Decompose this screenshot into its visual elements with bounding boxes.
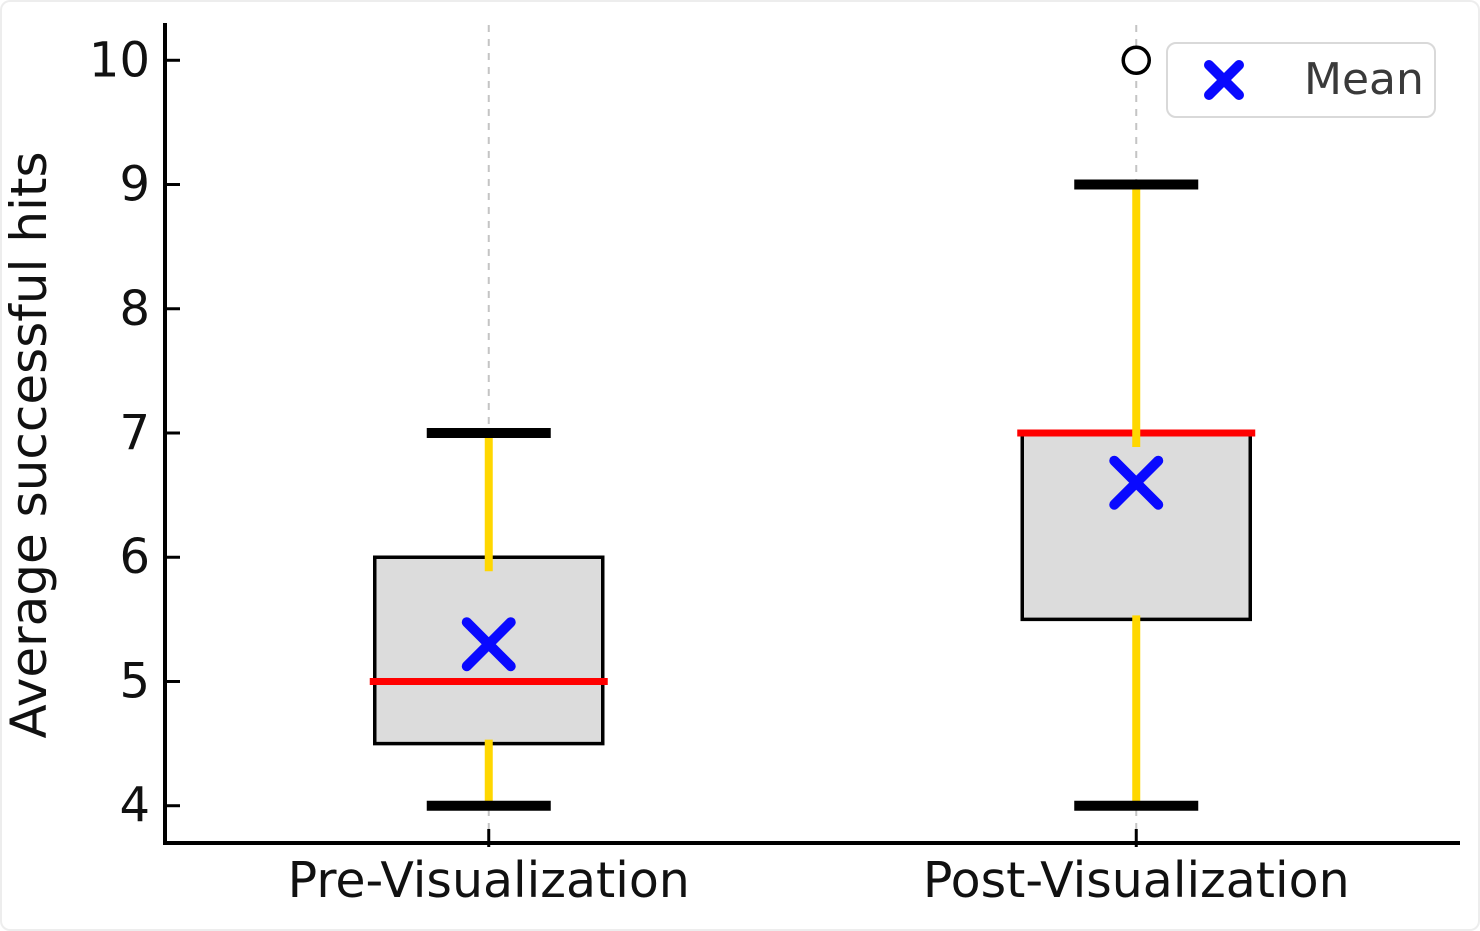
outlier-post-visualization-0 — [1121, 45, 1151, 76]
box-post-visualization — [1020, 431, 1252, 622]
legend: Mean — [1166, 42, 1436, 118]
y-tick-label-4: 4 — [119, 778, 150, 834]
legend-label: Mean — [1304, 54, 1424, 105]
y-tick-label-8: 8 — [119, 281, 150, 337]
mean-marker-post-visualization — [1109, 455, 1164, 510]
y-tick-label-10: 10 — [89, 32, 150, 88]
x-tick-label-post-visualization: Post-Visualization — [923, 852, 1350, 909]
x-tick-label-pre-visualization: Pre-Visualization — [288, 852, 690, 909]
y-tick-label-7: 7 — [119, 405, 150, 461]
mean-marker-pre-visualization — [461, 617, 516, 672]
y-tick-label-9: 9 — [119, 157, 150, 213]
mean-marker-icon — [1204, 60, 1244, 100]
y-tick-label-5: 5 — [119, 653, 150, 709]
y-tick-label-6: 6 — [119, 529, 150, 585]
y-axis-label: Average successful hits — [0, 151, 58, 738]
